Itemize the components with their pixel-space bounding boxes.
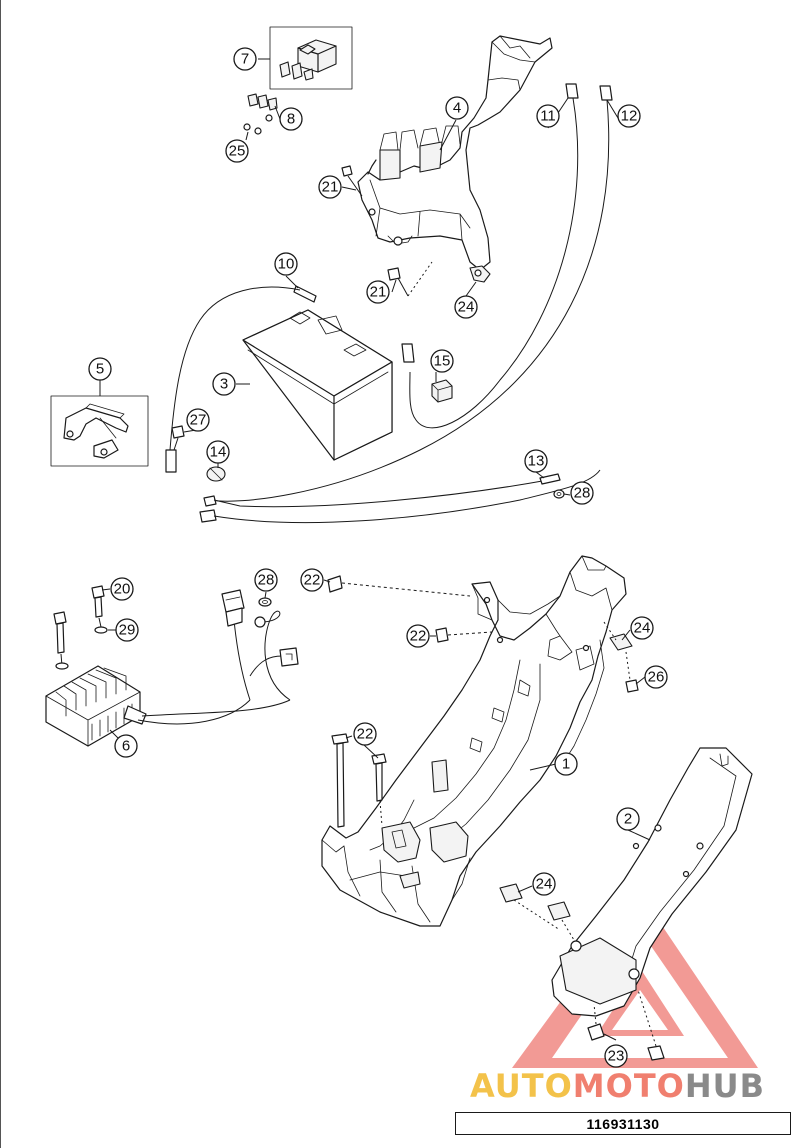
callout-24-top: 24 [454, 295, 478, 319]
cable-11 [409, 83, 579, 429]
part-27-screw [171, 425, 185, 451]
callout-1: 1 [554, 752, 578, 776]
watermark-part-hub: HUB [684, 1067, 766, 1105]
part-7-relay [269, 26, 353, 90]
part-5-bracket [50, 395, 149, 467]
callout-27: 27 [186, 408, 210, 432]
callout-20: 20 [110, 577, 134, 601]
callout-21-upper: 21 [318, 175, 342, 199]
cable-10 [165, 285, 317, 473]
callout-24-right: 24 [630, 616, 654, 640]
svg-text:10: 10 [278, 256, 295, 273]
part-1-tray [321, 555, 627, 927]
callout-3: 3 [212, 372, 236, 396]
svg-text:26: 26 [648, 669, 665, 686]
callout-26: 26 [644, 665, 668, 689]
svg-text:25: 25 [229, 143, 246, 160]
callout-14: 14 [206, 440, 230, 464]
callout-22-middle: 22 [406, 624, 430, 648]
callout-7: 7 [233, 47, 257, 71]
svg-text:21: 21 [370, 284, 387, 301]
part-20-29-screws [53, 585, 108, 670]
frame-border [0, 0, 1, 1148]
part-24-nuts-lower [499, 883, 575, 941]
watermark-part-moto: MOTO [572, 1067, 685, 1105]
callout-4: 4 [445, 96, 469, 120]
callout-25: 25 [225, 139, 249, 163]
part-15-terminal [401, 343, 453, 403]
svg-text:4: 4 [453, 100, 461, 117]
part-21-screws [341, 165, 433, 297]
svg-text:11: 11 [540, 108, 556, 125]
svg-text:29: 29 [119, 622, 136, 639]
watermark-part-auto: AUTO [470, 1067, 573, 1105]
watermark-triangle [512, 893, 758, 1068]
cable-13 [203, 473, 561, 508]
callout-22-top: 22 [300, 568, 324, 592]
part-3-battery [242, 309, 393, 461]
callout-12: 12 [617, 104, 641, 128]
part-2-cover [551, 747, 753, 1017]
svg-text:21: 21 [322, 179, 339, 196]
svg-text:28: 28 [258, 572, 275, 589]
callout-23: 23 [604, 1044, 628, 1068]
svg-text:13: 13 [528, 453, 545, 470]
callout-21-lower: 21 [366, 280, 390, 304]
callout-11: 11 [536, 104, 560, 128]
part-23-screws [587, 989, 665, 1061]
svg-text:20: 20 [114, 581, 131, 598]
svg-text:22: 22 [410, 628, 427, 645]
svg-text:6: 6 [122, 738, 130, 755]
svg-text:24: 24 [634, 620, 651, 637]
document-number-box: 116931130 [455, 1112, 791, 1135]
svg-text:28: 28 [574, 485, 591, 502]
svg-text:24: 24 [536, 876, 553, 893]
svg-text:27: 27 [190, 412, 207, 429]
part-4-battery-holder [357, 35, 553, 283]
svg-text:12: 12 [621, 108, 638, 125]
part-14-cap [206, 466, 226, 482]
callout-22-lower: 22 [353, 722, 377, 746]
cable-12 [209, 85, 613, 502]
callout-8: 8 [279, 107, 303, 131]
document-number: 116931130 [586, 1115, 660, 1132]
callout-13: 13 [524, 449, 548, 473]
part-8-clips [247, 93, 278, 111]
part-28-washer-upper [553, 489, 565, 499]
part-6-regulator [45, 589, 299, 747]
callout-2: 2 [616, 807, 640, 831]
callout-28-upper: 28 [570, 481, 594, 505]
part-28-washer-lower [258, 597, 272, 607]
svg-text:22: 22 [357, 726, 374, 743]
svg-text:14: 14 [210, 444, 227, 461]
svg-text:2: 2 [624, 811, 632, 828]
callout-29: 29 [115, 618, 139, 642]
svg-text:24: 24 [458, 299, 475, 316]
part-25-screws [243, 114, 273, 135]
svg-text:22: 22 [304, 572, 321, 589]
svg-text:8: 8 [287, 111, 295, 128]
svg-text:3: 3 [220, 376, 228, 393]
callout-6: 6 [114, 734, 138, 758]
callout-10: 10 [274, 252, 298, 276]
callout-5: 5 [88, 357, 112, 381]
part-24-26-nuts [603, 621, 639, 693]
callout-24-lower: 24 [532, 872, 556, 896]
svg-text:5: 5 [96, 361, 104, 378]
svg-text:7: 7 [241, 51, 249, 68]
svg-text:1: 1 [562, 756, 570, 773]
part-22-screws [327, 575, 493, 828]
leader-lines [99, 58, 651, 1041]
svg-text:15: 15 [434, 353, 451, 370]
callout-15: 15 [430, 349, 454, 373]
callout-28-lower: 28 [254, 568, 278, 592]
svg-text:23: 23 [608, 1048, 625, 1065]
